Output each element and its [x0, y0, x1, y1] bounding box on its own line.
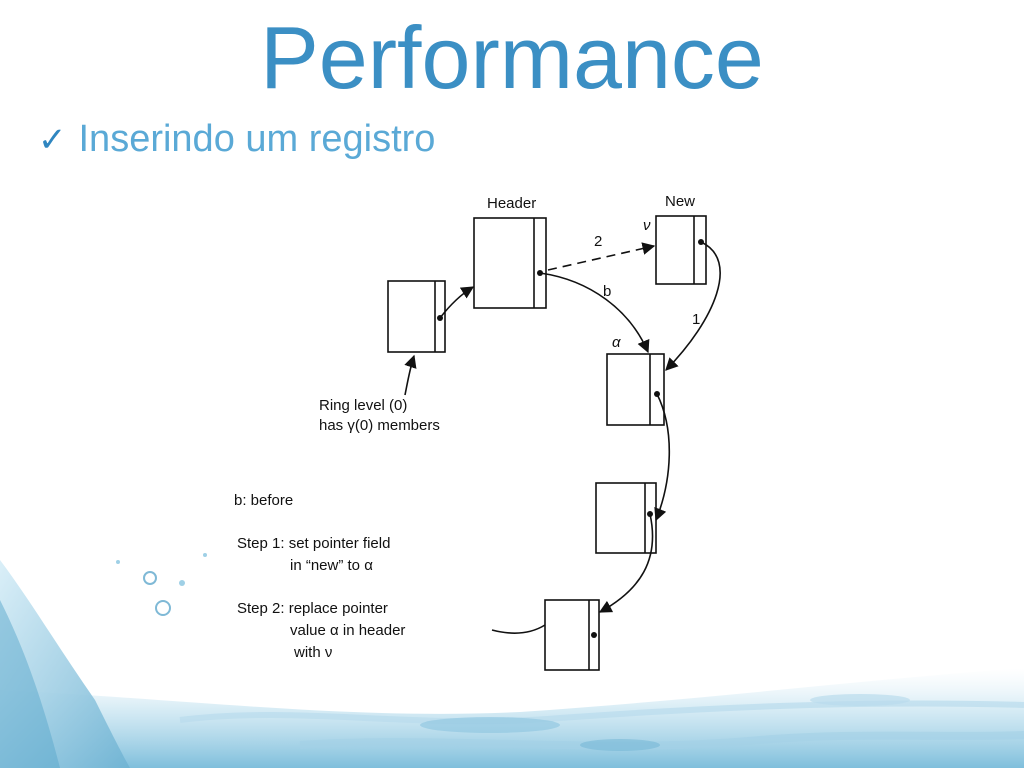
header-label: Header: [487, 195, 536, 212]
pointer-ring-to-header: [439, 286, 475, 319]
new-node: [655, 215, 707, 285]
alpha-label: α: [612, 334, 621, 351]
middle-node: [595, 482, 657, 554]
header-node: [473, 217, 547, 309]
pointer-ring-note: [404, 354, 417, 396]
ring-note-line-2: has γ(0) members: [319, 417, 440, 434]
legend-before: b: before: [234, 492, 293, 509]
bullet-item: ✓ Inserindo um registro: [38, 118, 435, 161]
ring-note-line-1: Ring level (0): [319, 397, 407, 414]
bullet-text: Inserindo um registro: [78, 118, 436, 160]
bottom-node: [544, 599, 600, 671]
nu-label: ν: [643, 217, 651, 234]
step-1-line-1: Step 1: set pointer field: [237, 535, 390, 552]
step-2-arrow-label: 2: [594, 233, 602, 250]
step-2-line-2: value α in header: [290, 622, 405, 639]
step-2-line-1: Step 2: replace pointer: [237, 600, 388, 617]
pointer-before: [539, 272, 650, 354]
pointer-incoming: [491, 624, 546, 634]
step-1-arrow-label: 1: [692, 311, 700, 328]
pointer-step-1: [665, 241, 721, 371]
alpha-node: [606, 353, 665, 426]
pointer-step-2-dashed: [547, 242, 656, 271]
step-2-line-3: with ν: [293, 644, 332, 661]
step-1-line-2: in “new” to α: [290, 557, 373, 574]
checkmark-icon: ✓: [38, 120, 67, 159]
before-arrow-label: b: [603, 283, 611, 300]
pointer-middle-to-bottom: [598, 513, 654, 613]
pointer-alpha-to-middle: [654, 393, 671, 522]
new-label: New: [665, 193, 695, 210]
slide-title: Performance: [260, 8, 764, 107]
ring-level-node: [387, 280, 446, 353]
